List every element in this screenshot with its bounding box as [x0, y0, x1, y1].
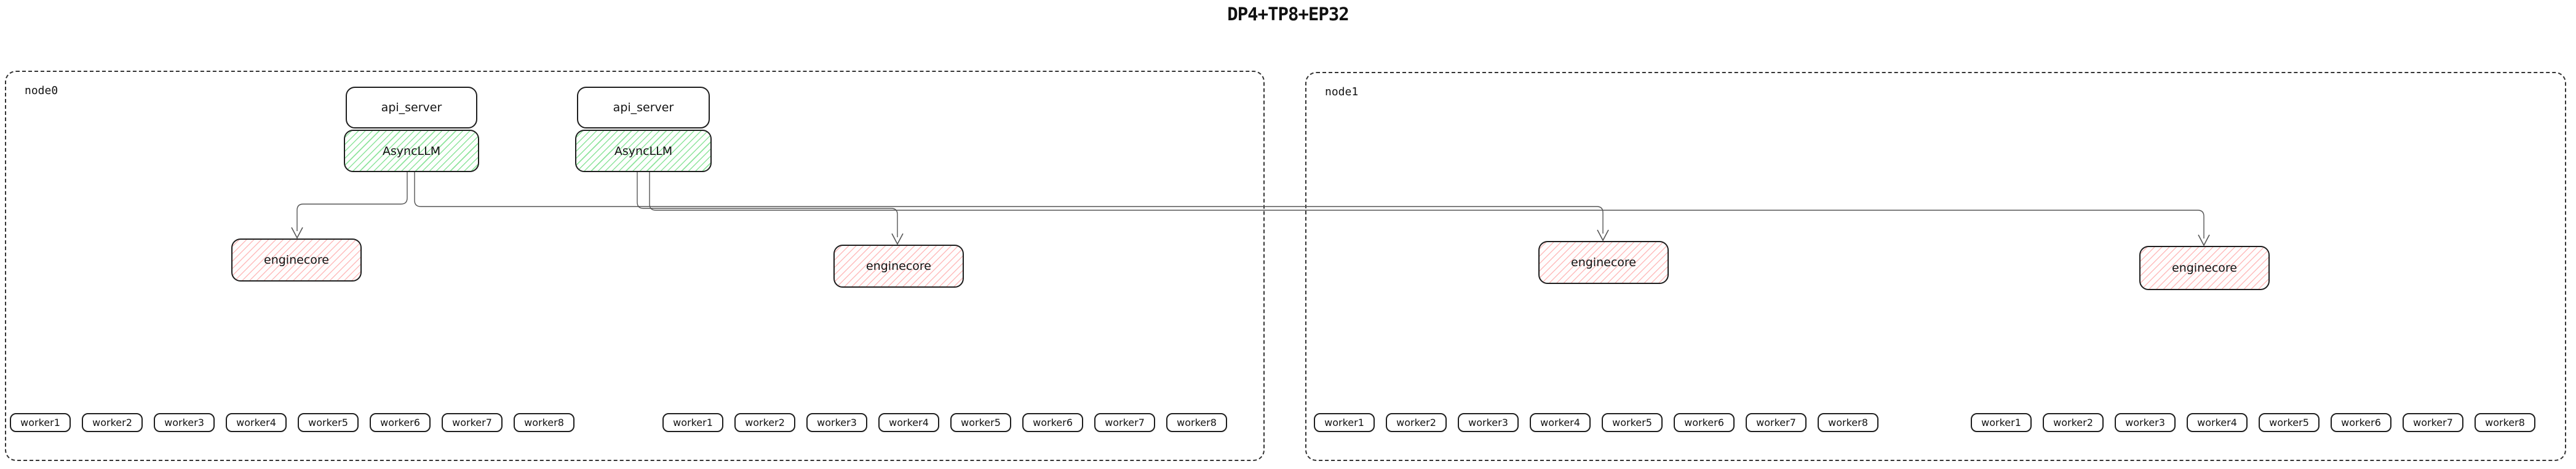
- asyncllm-box-2: AsyncLLM: [575, 130, 712, 172]
- worker-box: worker2: [2043, 413, 2104, 432]
- api-server-box-1: api_server: [346, 87, 477, 128]
- wire-asyncllm1-enginecore3: [414, 172, 1604, 234]
- worker-group-node0-a: worker1 worker2 worker3 worker4 worker5 worke…: [10, 413, 574, 432]
- worker-box: worker7: [1094, 413, 1155, 432]
- arrowhead-enginecore3: [1597, 229, 1609, 242]
- wire-asyncllm2-enginecore4: [649, 172, 2204, 238]
- asyncllm-box-1: AsyncLLM: [344, 130, 479, 172]
- worker-box: worker2: [734, 413, 795, 432]
- worker-box: worker7: [2403, 413, 2463, 432]
- worker-box: worker5: [950, 413, 1011, 432]
- worker-box: worker4: [226, 413, 287, 432]
- worker-box: worker1: [1314, 413, 1375, 432]
- arrowhead-enginecore1: [291, 227, 303, 239]
- worker-box: worker7: [442, 413, 503, 432]
- worker-box: worker6: [370, 413, 431, 432]
- worker-box: worker8: [1818, 413, 1878, 432]
- worker-box: worker4: [1530, 413, 1591, 432]
- worker-box: worker4: [2187, 413, 2248, 432]
- worker-box: worker8: [514, 413, 574, 432]
- worker-box: worker3: [154, 413, 215, 432]
- worker-box: worker6: [1022, 413, 1083, 432]
- worker-box: worker1: [1971, 413, 2032, 432]
- node1-box: node1: [1305, 72, 2566, 461]
- worker-box: worker2: [1386, 413, 1447, 432]
- worker-group-node1-b: worker1 worker2 worker3 worker4 worker5 worke…: [1971, 413, 2535, 432]
- arrowhead-enginecore4: [2198, 234, 2210, 246]
- worker-box: worker2: [82, 413, 143, 432]
- wire-asyncllm2-enginecore2: [637, 172, 898, 237]
- node1-label: node1: [1325, 85, 1359, 98]
- node0-label: node0: [25, 84, 58, 97]
- worker-box: worker7: [1746, 413, 1807, 432]
- worker-box: worker4: [878, 413, 939, 432]
- worker-box: worker6: [2331, 413, 2391, 432]
- enginecore-box-3: enginecore: [1538, 241, 1669, 284]
- worker-box: worker6: [1674, 413, 1735, 432]
- worker-box: worker3: [2115, 413, 2176, 432]
- worker-box: worker5: [298, 413, 359, 432]
- worker-group-node0-b: worker1 worker2 worker3 worker4 worker5 worke…: [662, 413, 1227, 432]
- diagram-title: DP4+TP8+EP32: [1227, 4, 1350, 25]
- worker-box: worker8: [2475, 413, 2535, 432]
- worker-box: worker3: [1458, 413, 1519, 432]
- arrowhead-enginecore2: [891, 233, 904, 245]
- worker-box: worker1: [662, 413, 723, 432]
- worker-box: worker5: [2259, 413, 2320, 432]
- wire-asyncllm1-enginecore1: [296, 172, 408, 231]
- worker-box: worker5: [1602, 413, 1663, 432]
- worker-box: worker3: [806, 413, 867, 432]
- enginecore-box-4: enginecore: [2139, 246, 2270, 290]
- api-server-box-2: api_server: [577, 87, 710, 128]
- node0-box: node0: [5, 71, 1265, 461]
- enginecore-box-2: enginecore: [833, 245, 964, 288]
- worker-box: worker8: [1166, 413, 1227, 432]
- worker-box: worker1: [10, 413, 71, 432]
- worker-group-node1-a: worker1 worker2 worker3 worker4 worker5 worke…: [1314, 413, 1878, 432]
- enginecore-box-1: enginecore: [231, 238, 362, 282]
